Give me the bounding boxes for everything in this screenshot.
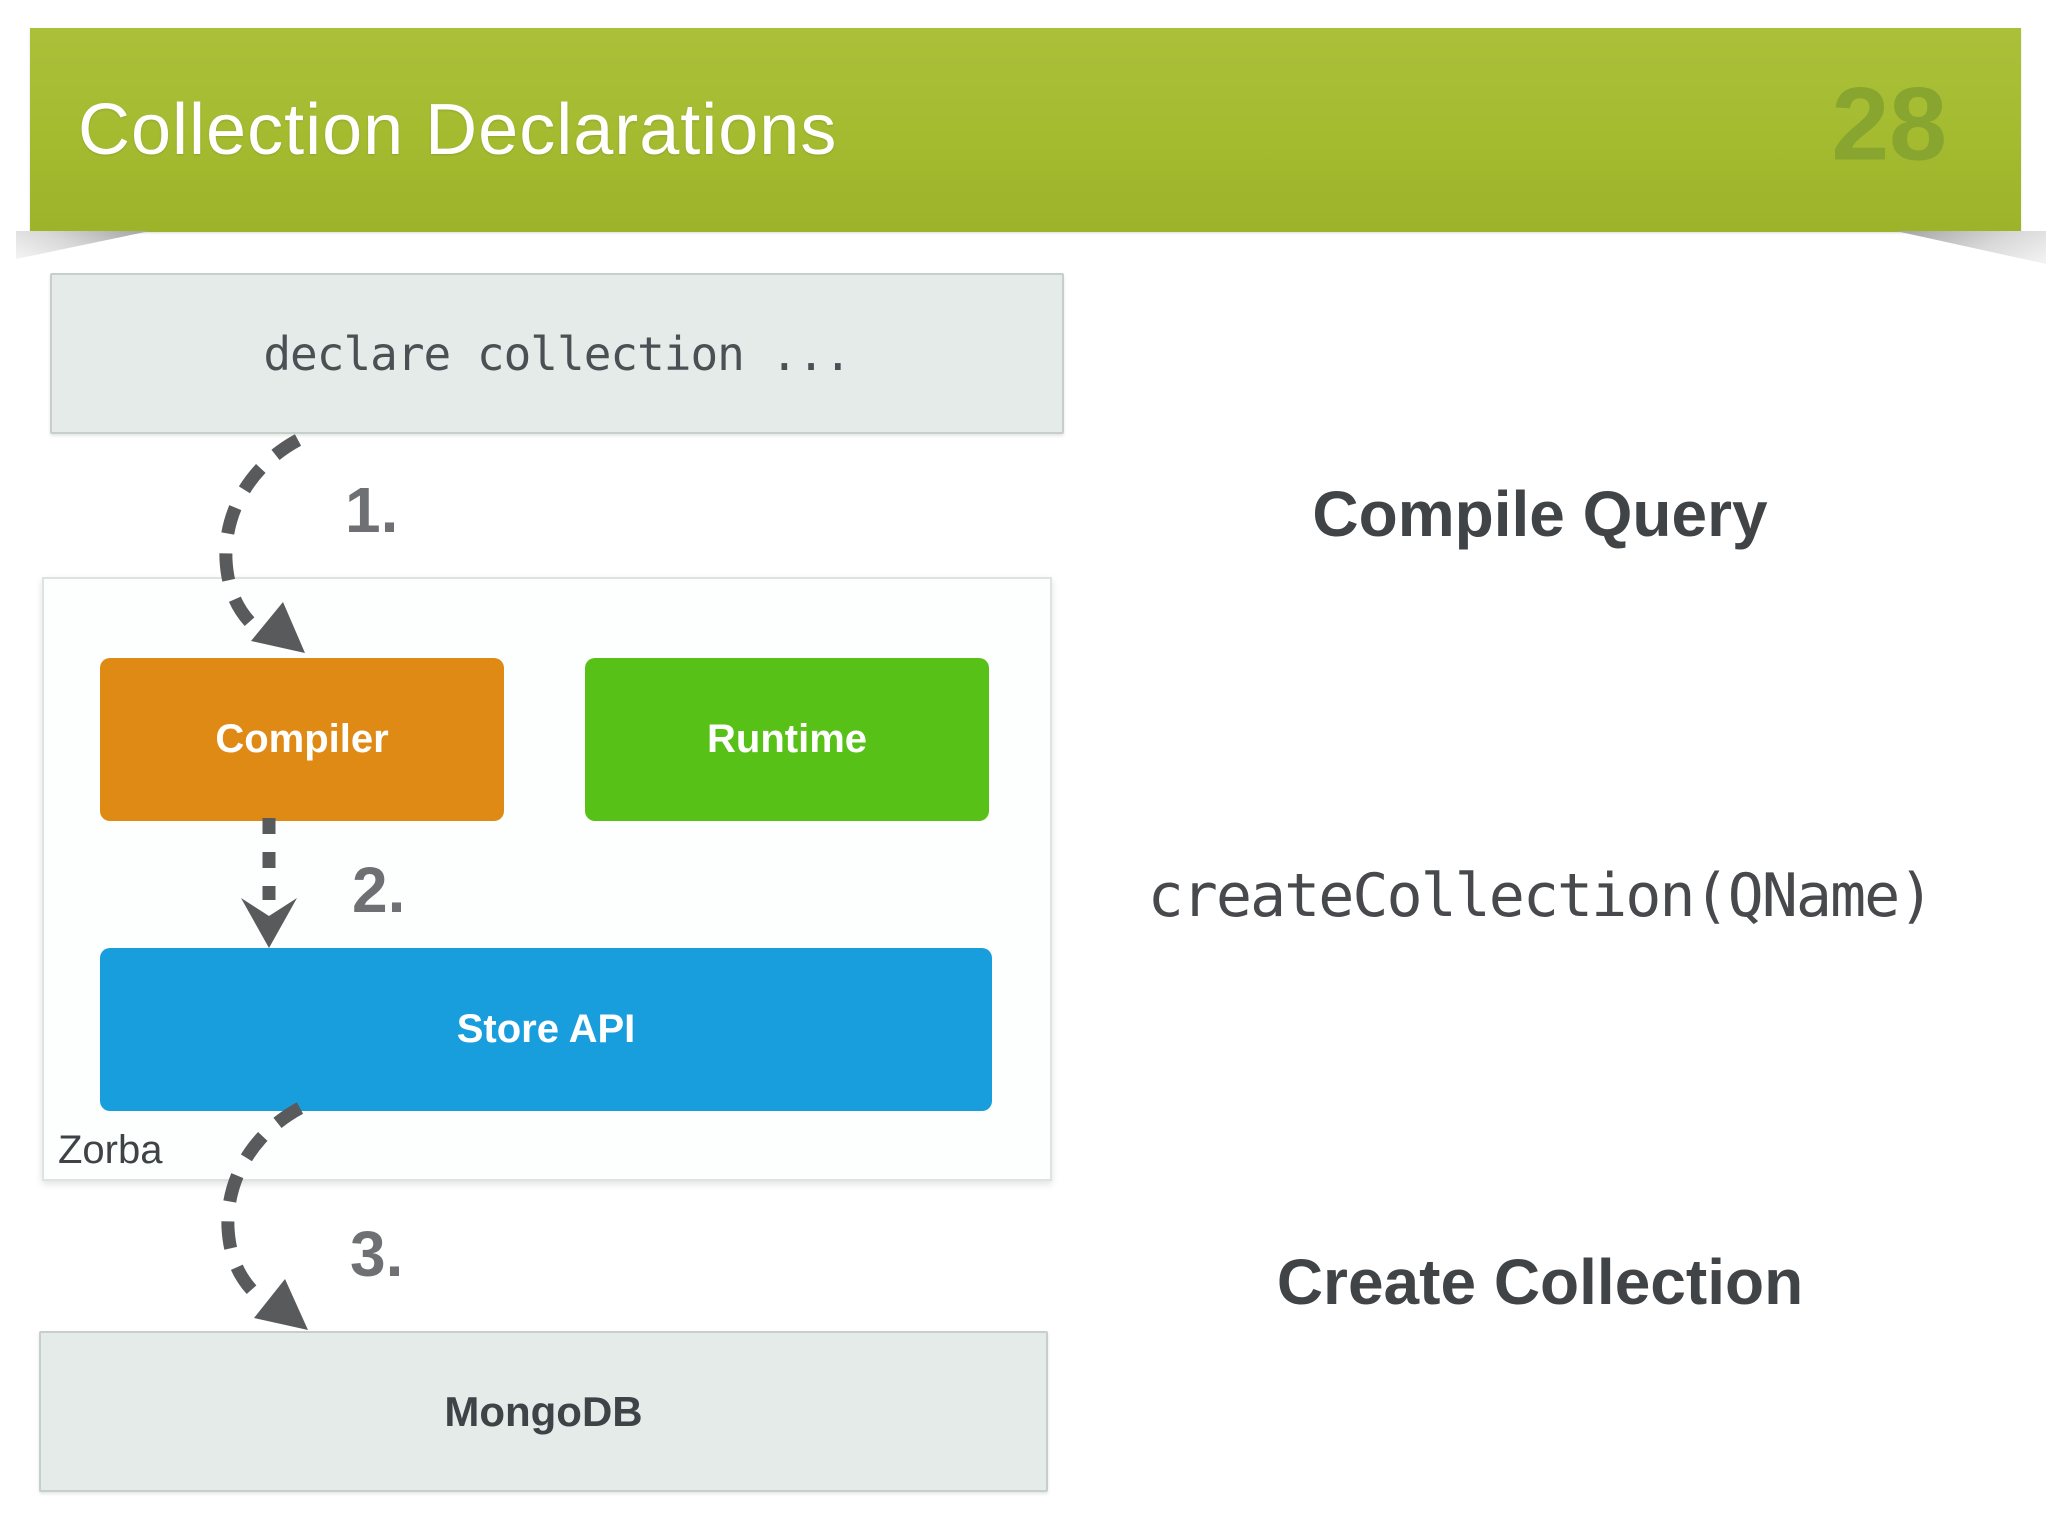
zorba-container: Compiler Runtime Store API Zorba <box>42 577 1052 1181</box>
annotation-create-collection: Create Collection <box>1276 1246 1804 1318</box>
slide-title: Collection Declarations <box>78 90 838 170</box>
title-banner: Collection Declarations 28 <box>30 28 2021 232</box>
zorba-label: Zorba <box>58 1128 163 1172</box>
step-number-1: 1. <box>345 474 399 546</box>
declare-collection-text: declare collection ... <box>263 326 851 381</box>
banner-fold-left <box>16 231 150 259</box>
mongodb-label: MongoDB <box>444 1387 643 1435</box>
banner-fold-right <box>1896 231 2046 264</box>
mongodb-box: MongoDB <box>39 1331 1048 1492</box>
page-number: 28 <box>1831 66 1947 183</box>
step-number-2: 2. <box>352 854 406 926</box>
store-api-box: Store API <box>100 948 992 1111</box>
declare-collection-box: declare collection ... <box>50 273 1064 434</box>
runtime-box: Runtime <box>585 658 989 821</box>
step-number-3: 3. <box>350 1218 404 1290</box>
annotation-create-collection-call: createCollection(QName) <box>1147 861 1935 931</box>
annotation-compile-query: Compile Query <box>1312 478 1768 550</box>
compiler-box: Compiler <box>100 658 504 821</box>
